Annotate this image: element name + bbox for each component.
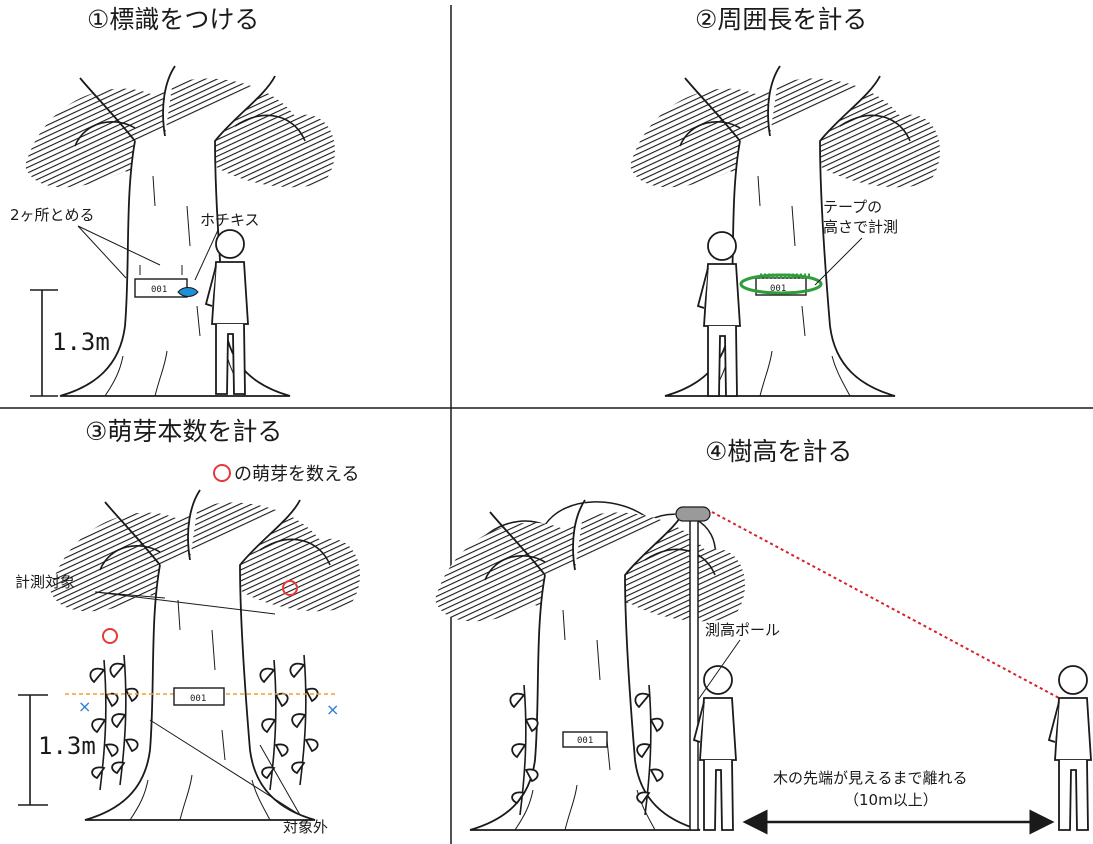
panel-measure-height: ④樹高を計る 001 測高ポール 木の先端が見えるまで離れる （10m以上） xyxy=(434,437,1092,835)
red-circle-icon xyxy=(213,464,231,482)
panel-4-person-at-pole xyxy=(693,665,737,831)
panel-4-tag-number: 001 xyxy=(577,736,593,746)
panel-1-height-bar xyxy=(30,289,58,397)
count-note: の萌芽を数える xyxy=(234,464,359,485)
label-measured: 計測対象 xyxy=(15,573,75,591)
distance-label-line1: 木の先端が見えるまで離れる xyxy=(773,769,968,787)
panel-1-title: ①標識をつける xyxy=(87,5,259,34)
excluded-sprout-marker-left: × xyxy=(78,697,91,716)
panel-3-height-label: 1.3m xyxy=(38,732,96,760)
panel-2-title: ②周囲長を計る xyxy=(695,5,867,34)
panel-4-tag-plate xyxy=(562,731,608,748)
label-staple-two-places: 2ヶ所とめる xyxy=(10,206,95,224)
label-excluded: 対象外 xyxy=(283,818,328,836)
label-measure-at-tape-line1: テープの xyxy=(823,198,882,216)
counted-sprout-marker-right xyxy=(282,580,298,596)
panel-3-sprouts-right-b xyxy=(289,654,319,786)
panel-attach-tag: ①標識をつける 001 2ヶ所とめる ホチキス 1.3m xyxy=(10,5,336,397)
panel-3-title: ③萌芽本数を計る xyxy=(85,417,282,446)
excluded-sprout-marker-right: × xyxy=(326,700,339,719)
pole-top-cap xyxy=(675,506,711,522)
panel-1-tag-number: 001 xyxy=(151,285,167,295)
panel-3-height-bar xyxy=(18,694,48,806)
label-pole: 測高ポール xyxy=(705,621,780,639)
panel-3-tag-plate xyxy=(173,687,225,706)
distance-label-line2: （10m以上） xyxy=(844,791,938,809)
height-pole xyxy=(689,514,699,831)
label-stapler: ホチキス xyxy=(200,211,260,229)
panel-measure-girth: ②周囲長を計る 001 テープの 高さで計測 xyxy=(629,5,941,397)
panel-4-person-observer xyxy=(1048,665,1092,831)
stapler-icon xyxy=(177,287,199,297)
panel-3-sprouts-left-a xyxy=(109,654,139,786)
panel-2-tag-number: 001 xyxy=(770,284,786,294)
panel-3-tag-number: 001 xyxy=(190,694,206,704)
panel-4-title: ④樹高を計る xyxy=(705,437,852,466)
panel-4-sprouts-right xyxy=(634,684,664,816)
label-measure-at-tape-line2: 高さで計測 xyxy=(823,218,898,236)
panel-1-height-label: 1.3m xyxy=(52,328,110,356)
sight-line xyxy=(711,511,1073,706)
panel-count-sprouts: ③萌芽本数を計る の萌芽を数える 001 × × 計測対象 対象外 1.3m xyxy=(15,417,361,836)
counted-sprout-marker-left xyxy=(102,628,118,644)
